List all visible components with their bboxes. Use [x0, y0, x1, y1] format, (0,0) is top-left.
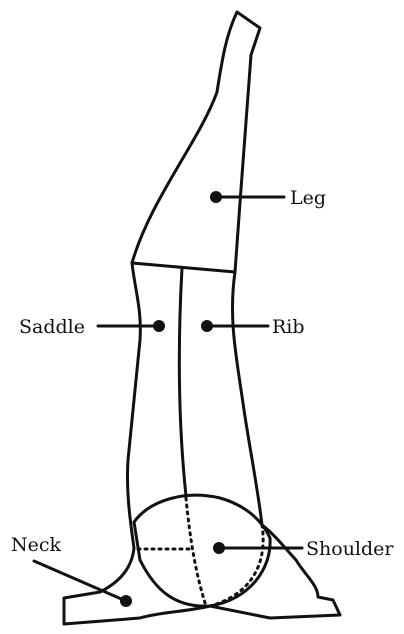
shoulder-label: Shoulder [306, 538, 394, 560]
saddle-label: Saddle [19, 316, 85, 338]
neck-label: Neck [11, 534, 62, 556]
shoulder-dotted-arc [210, 525, 263, 606]
leg-label: Leg [290, 187, 326, 209]
rib-label: Rib [272, 316, 305, 338]
neck-marker-dot [120, 595, 132, 607]
shoulder-dotted-vertical [186, 498, 206, 606]
saddle-rib-boundary [179, 268, 186, 496]
leg-boundary [132, 263, 235, 272]
